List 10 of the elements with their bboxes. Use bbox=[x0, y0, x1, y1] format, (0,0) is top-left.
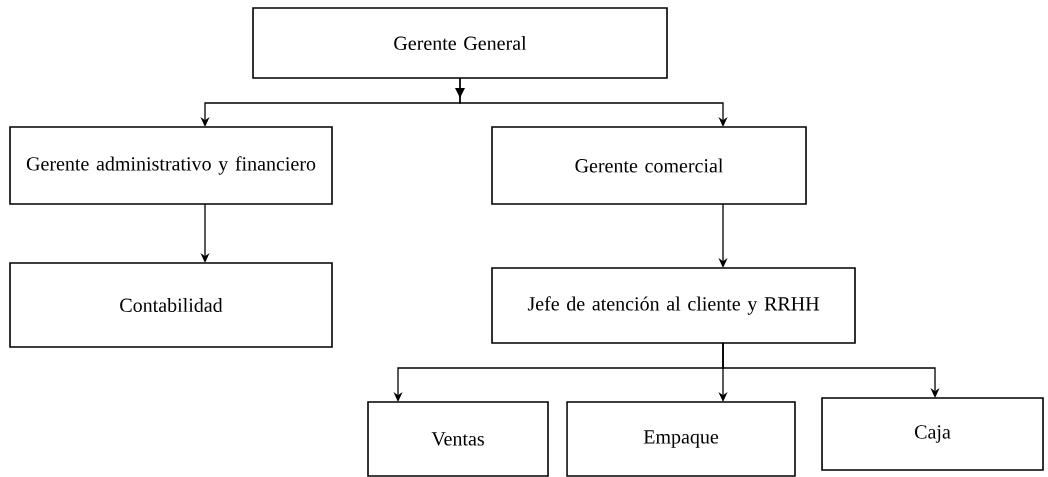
org-box: Contabilidad bbox=[9, 262, 333, 348]
org-box: Caja bbox=[821, 397, 1044, 471]
arrow bbox=[722, 342, 940, 398]
org-box: Gerente comercial bbox=[491, 126, 807, 205]
arrow bbox=[459, 77, 728, 127]
org-box: Gerente General bbox=[252, 7, 668, 79]
org-box: Empaque bbox=[566, 401, 796, 477]
org-box: Jefe de atención al cliente y RRHH bbox=[491, 267, 856, 344]
org-box: Ventas bbox=[367, 401, 549, 477]
org-box: Gerente administrativo y financiero bbox=[9, 126, 333, 205]
